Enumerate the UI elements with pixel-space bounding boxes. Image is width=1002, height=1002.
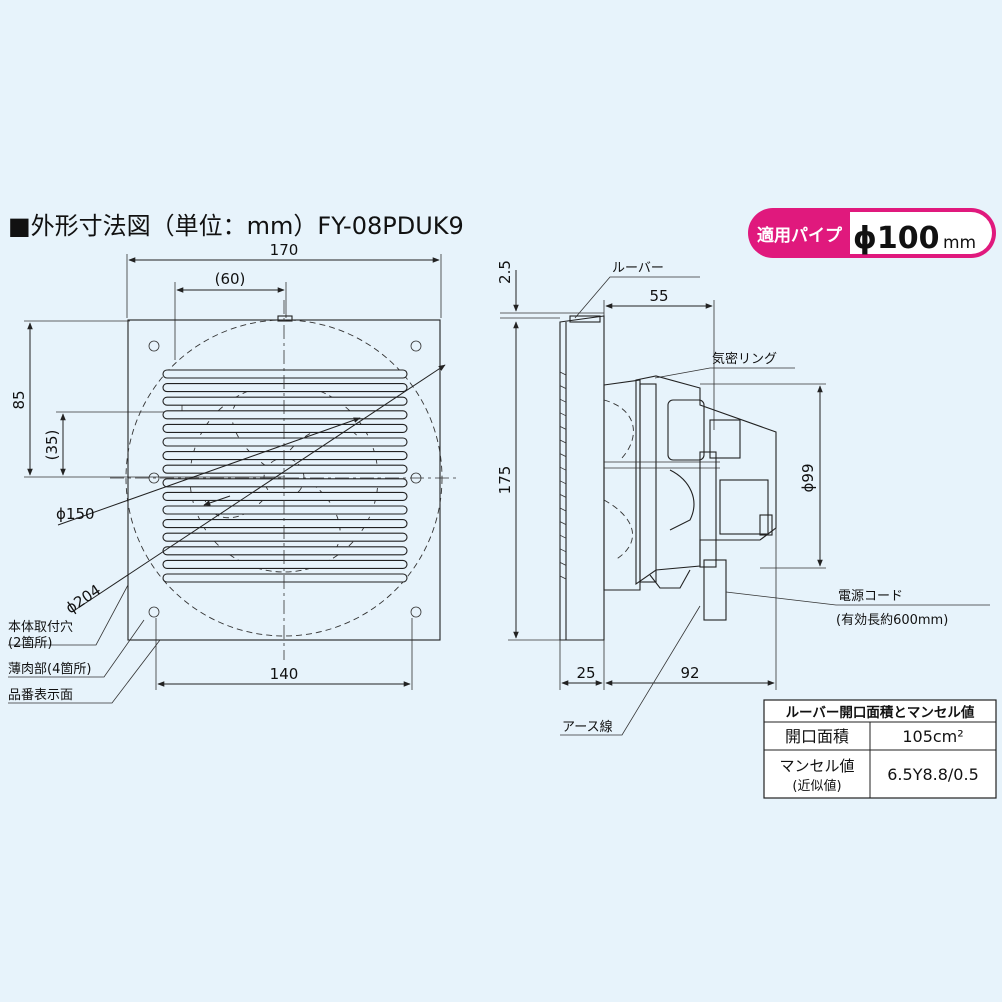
louver-slat	[162, 505, 408, 515]
louver-slat	[162, 573, 408, 583]
dim-phi-204: ϕ204	[62, 581, 104, 617]
dim-height-85: 85	[10, 390, 28, 409]
pipe-badge: 適用パイプ ϕ100 mm	[748, 208, 996, 258]
label-mount-holes: 本体取付穴	[8, 620, 73, 635]
side-slat	[559, 521, 567, 525]
louver-slat	[162, 451, 408, 461]
side-slat	[559, 398, 567, 403]
side-slat	[559, 480, 567, 485]
louver-slat	[162, 437, 408, 447]
louver-slat	[162, 464, 408, 474]
side-view: 2.5 ルーバー 55 気密リング 175	[496, 260, 990, 736]
badge-unit: mm	[943, 233, 976, 253]
louver-slat	[162, 396, 408, 406]
side-slat	[559, 494, 567, 498]
label-earth-wire: アース線	[562, 719, 613, 735]
side-slat	[559, 562, 567, 566]
side-slat	[559, 575, 567, 580]
side-slat	[559, 439, 567, 444]
louver-slat	[162, 519, 408, 529]
badge-label: 適用パイプ	[757, 225, 843, 246]
badge-value: ϕ100	[853, 221, 940, 256]
spec-row-sublabel: (近似値)	[792, 778, 841, 794]
label-power-cord: 電源コード	[838, 589, 903, 604]
louver-slat	[162, 559, 408, 569]
dim-pipe-dia: ϕ99	[799, 464, 817, 493]
side-slat	[559, 385, 567, 389]
dim-bottom-140: 140	[270, 665, 299, 683]
louver-slat	[162, 546, 408, 556]
label-model-face: 品番表示面	[8, 688, 73, 703]
page-title: ■外形寸法図（単位：mm）FY-08PDUK9	[8, 212, 464, 240]
louver-slat	[162, 369, 408, 379]
dim-phi-150: ϕ150	[56, 505, 95, 523]
dim-inner-height: (35)	[43, 430, 61, 461]
dim-depth-25: 25	[576, 664, 595, 682]
spec-table: ルーバー開口面積とマンセル値 開口面積 105cm² マンセル値 (近似値) 6…	[763, 699, 997, 799]
louver-slat	[162, 383, 408, 393]
spec-row-value: 6.5Y8.8/0.5	[887, 765, 979, 784]
spec-row-value: 105cm²	[902, 727, 963, 746]
label-thin-part: 薄肉部(4箇所)	[8, 661, 91, 677]
dim-depth-55: 55	[649, 287, 668, 305]
side-slat	[559, 466, 567, 471]
side-slat	[559, 534, 567, 539]
label-mount-holes-count: (2箇所)	[8, 635, 52, 651]
side-slat	[559, 507, 567, 512]
spec-row-label: マンセル値	[779, 757, 854, 775]
dim-inner-width: (60)	[215, 270, 246, 288]
dim-height-175: 175	[496, 466, 514, 495]
side-slat	[559, 453, 567, 457]
louver-slat	[162, 478, 408, 488]
label-power-cord-length: (有効長約600mm)	[836, 613, 948, 628]
side-slat	[559, 426, 567, 430]
spec-row-label: 開口面積	[785, 727, 849, 746]
side-slat	[559, 548, 567, 553]
louver-slat	[162, 423, 408, 433]
dim-top-offset: 2.5	[496, 260, 514, 284]
label-airtight-ring: 気密リング	[712, 351, 777, 367]
side-slat	[559, 412, 567, 417]
louver-slats	[162, 369, 408, 583]
front-view: 170 (60) 85 (35)	[8, 241, 460, 704]
louver-slat	[162, 491, 408, 501]
dim-depth-92: 92	[680, 664, 699, 682]
louver-slat	[162, 532, 408, 542]
label-louver: ルーバー	[612, 261, 664, 276]
dim-width-170: 170	[270, 241, 299, 259]
spec-table-title: ルーバー開口面積とマンセル値	[786, 704, 975, 721]
side-slat	[559, 371, 567, 376]
louver-slat	[162, 410, 408, 420]
